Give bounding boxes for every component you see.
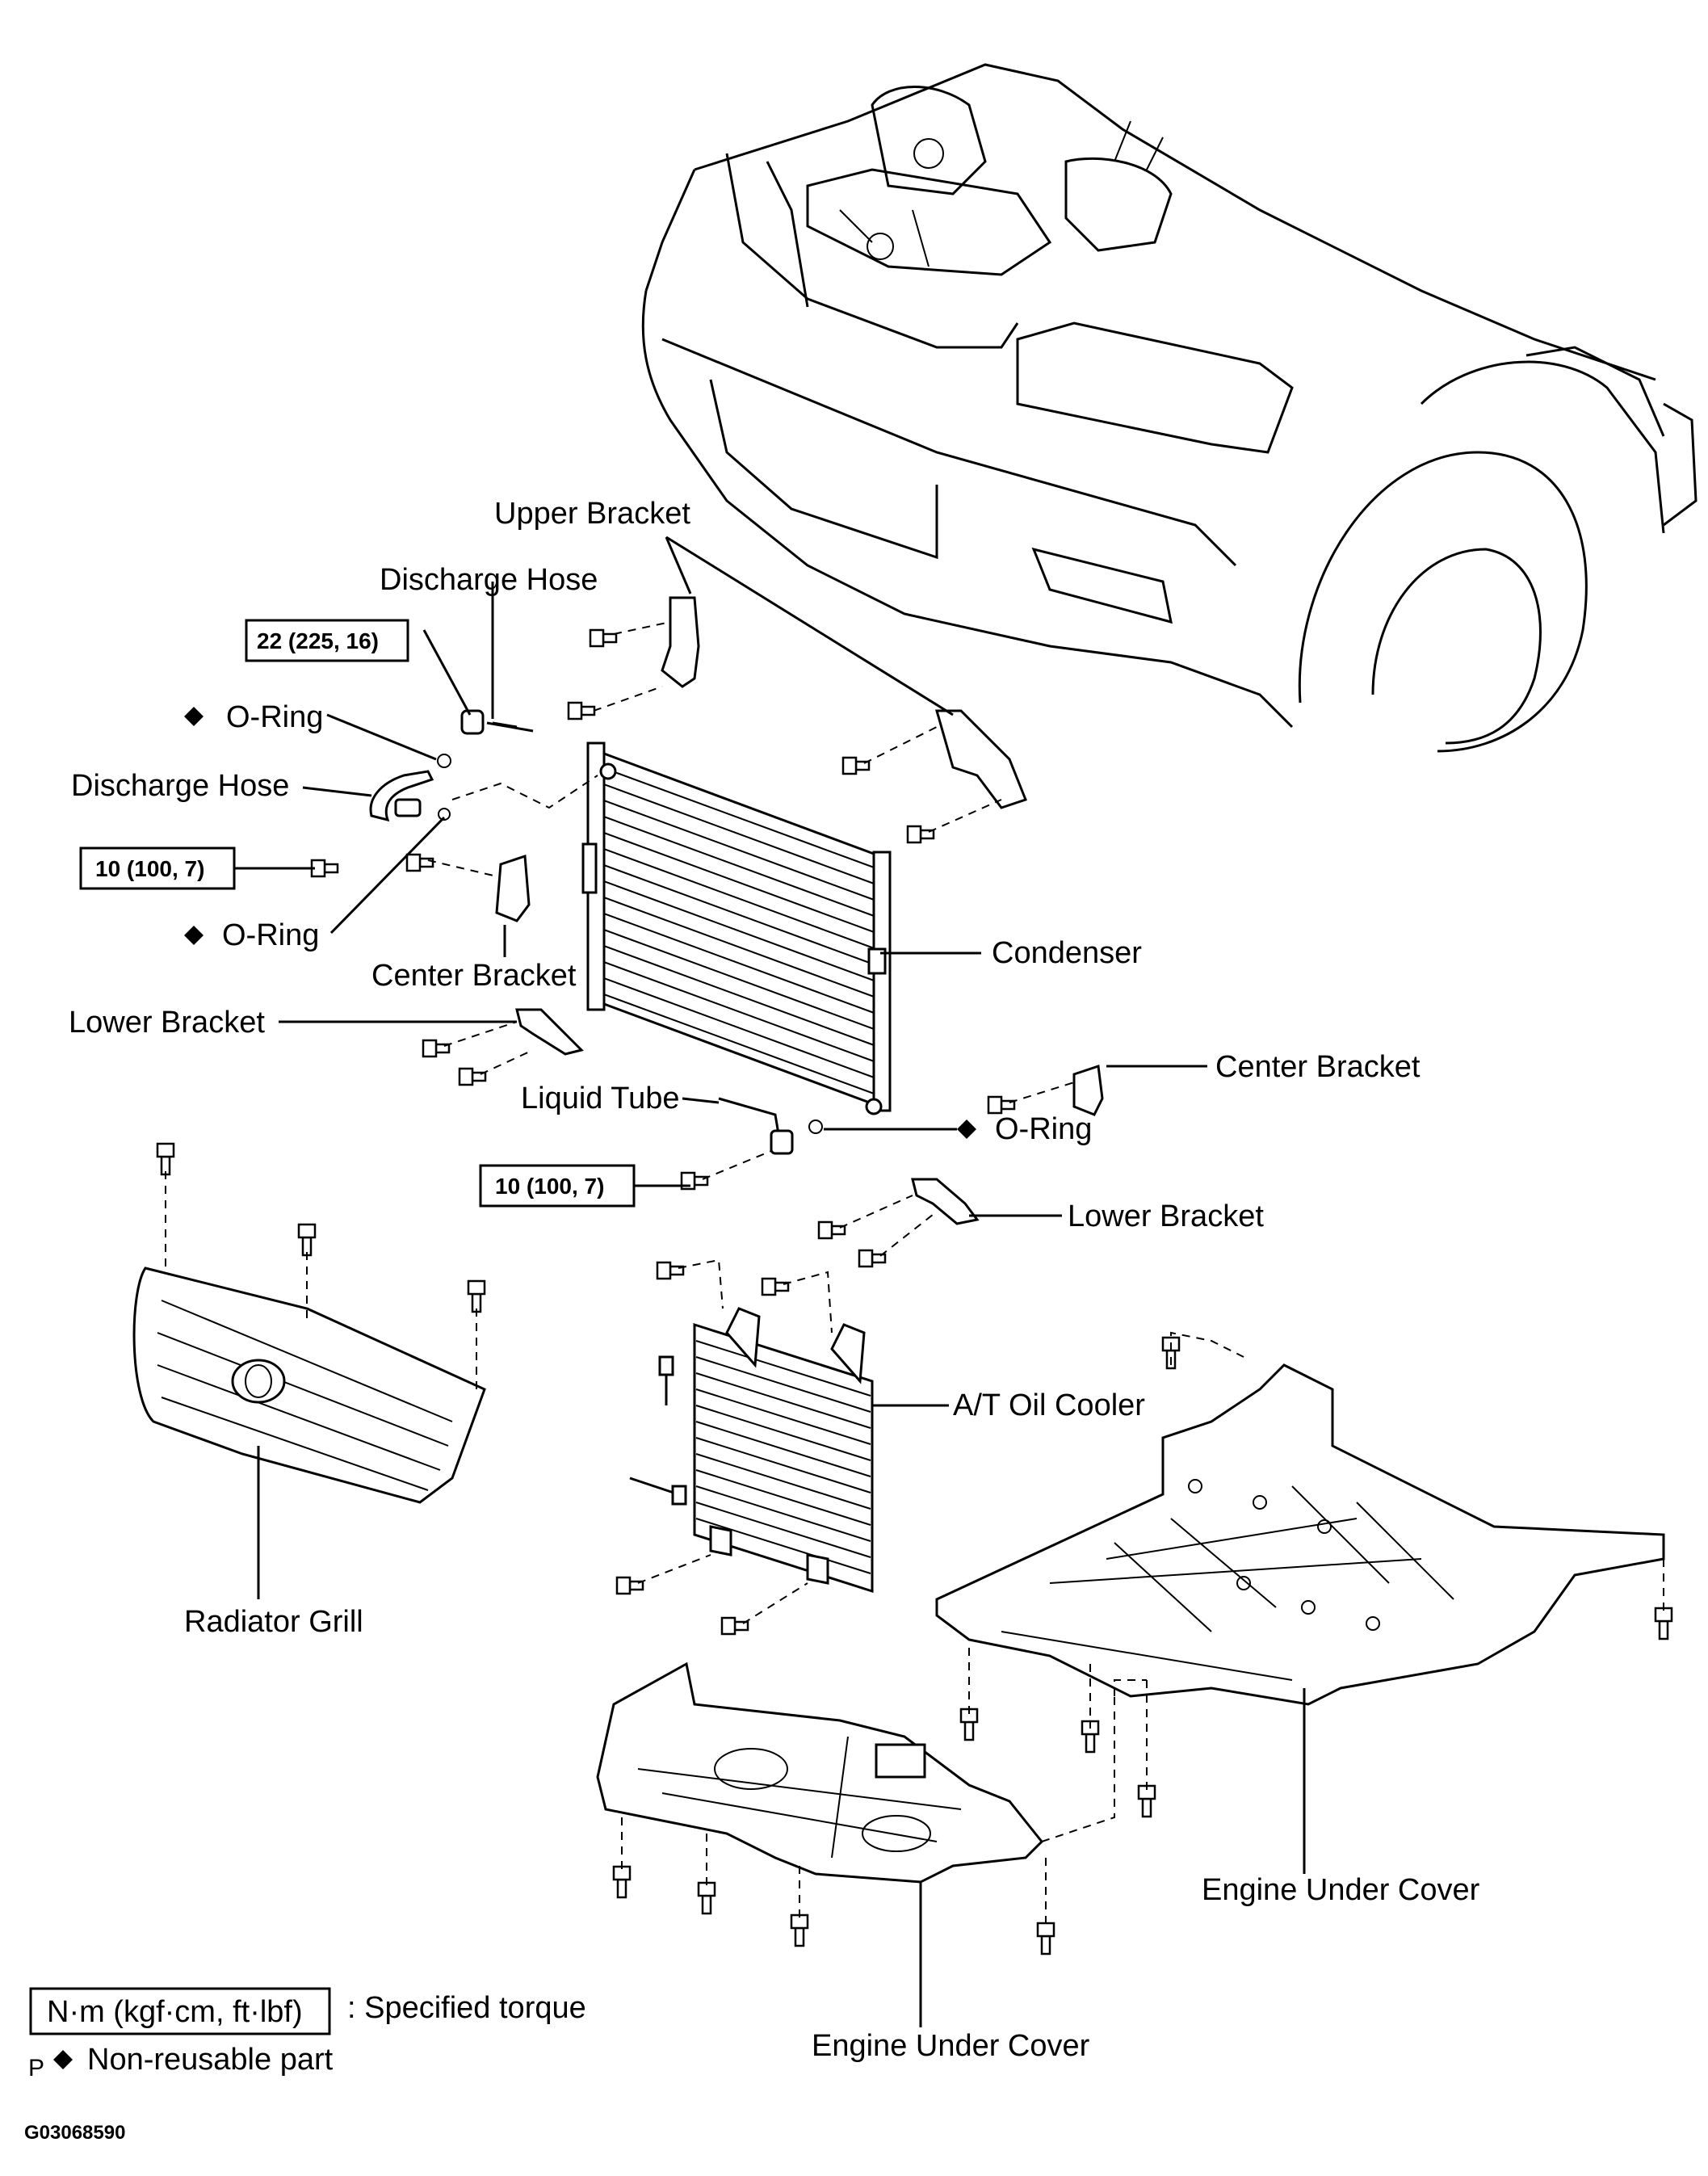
bolt-icon [906,825,935,844]
label-lower-bracket-left: Lower Bracket [69,1006,265,1040]
legend-non-reusable-desc: Non-reusable part [87,2043,334,2077]
label-discharge-hose-left: Discharge Hose [71,769,289,803]
label-at-oil-cooler: A/T Oil Cooler [953,1388,1145,1422]
torque-liquid-tube-bolt: 10 (100, 7) [495,1174,604,1199]
bolt-icon [761,1277,790,1296]
label-engine-under-cover-right: Engine Under Cover [1202,1873,1480,1907]
bolt-icon [458,1067,487,1086]
bolt-icon [589,628,618,648]
legend-torque-units: N·m (kgf·cm, ft·lbf) [47,1995,303,2029]
legend-p-marker: P [28,2055,44,2081]
label-radiator-grill: Radiator Grill [184,1605,363,1639]
bolt-icon [567,701,596,720]
upper-bracket-left [661,596,700,688]
bolt-icon [697,1881,716,1915]
at-oil-cooler [629,1307,874,1594]
bolt-icon [720,1616,749,1636]
label-o-ring-right: O-Ring [995,1112,1092,1146]
bolt-icon [422,1039,451,1058]
torque-discharge-hose-bracket: 10 (100, 7) [95,856,204,881]
bolt-icon [156,1142,175,1176]
bolt-icon [858,1249,887,1268]
part-labels: Upper Bracket Discharge Hose O-Ring Disc… [69,497,1480,2063]
center-bracket-right [1072,1064,1104,1116]
label-center-bracket-left: Center Bracket [371,959,577,993]
non-reusable-diamond-icon [184,926,204,945]
engine-under-cover-bottom [596,1661,1044,1884]
bolt-icon [841,756,871,775]
vehicle-front-illustration [641,63,1698,753]
discharge-hose-assembly [369,709,534,822]
figure-id: G03068590 [24,2122,125,2144]
bolt-icon [1036,1922,1055,1955]
label-lower-bracket-right: Lower Bracket [1068,1199,1264,1233]
non-reusable-diamond-icon [184,707,204,726]
bolt-icon [405,853,434,872]
torque-boxes [79,619,636,1208]
label-o-ring-top: O-Ring [226,700,323,734]
bolt-icon [656,1261,685,1280]
bolt-icon [1137,1784,1156,1818]
torque-discharge-hose-bolt: 22 (225, 16) [257,628,379,653]
non-reusable-markers [184,707,976,1139]
center-bracket-left [495,854,531,922]
radiator-grill [132,1267,486,1504]
non-reusable-diamond-icon [53,2050,73,2069]
bolt-icon [987,1095,1016,1115]
non-reusable-diamond-icon [957,1120,976,1139]
bolt-icon [467,1279,486,1313]
liquid-tube [718,1097,823,1155]
upper-bracket-right [935,709,1027,809]
leader-lines [234,536,1306,2027]
legend: N·m (kgf·cm, ft·lbf) : Specified torque … [28,1987,586,2081]
label-condenser: Condenser [992,936,1142,970]
lower-bracket-left [515,1008,584,1056]
torque-labels: 22 (225, 16) 10 (100, 7) 10 (100, 7) [95,628,604,1199]
label-center-bracket-right: Center Bracket [1215,1050,1421,1084]
label-engine-under-cover-bottom: Engine Under Cover [812,2029,1090,2063]
bolt-icon [297,1223,317,1257]
bolt-icon [612,1865,632,1899]
condenser [581,741,892,1115]
bolt-icon [1654,1607,1673,1640]
label-upper-bracket: Upper Bracket [494,497,690,531]
bolt-icon [817,1220,846,1240]
bolt-icon [790,1913,809,1947]
label-o-ring-mid: O-Ring [222,918,319,952]
engine-under-cover-right [935,1363,1665,1706]
assembly-dashed-lines [165,621,1664,1930]
legend-torque-desc: : Specified torque [347,1991,586,2025]
label-liquid-tube: Liquid Tube [521,1082,680,1115]
bolt-icon [615,1576,644,1595]
lower-bracket-right [911,1178,980,1225]
bolt-icon [310,859,339,878]
label-discharge-hose-top: Discharge Hose [380,563,598,597]
bolts [156,628,1673,1955]
